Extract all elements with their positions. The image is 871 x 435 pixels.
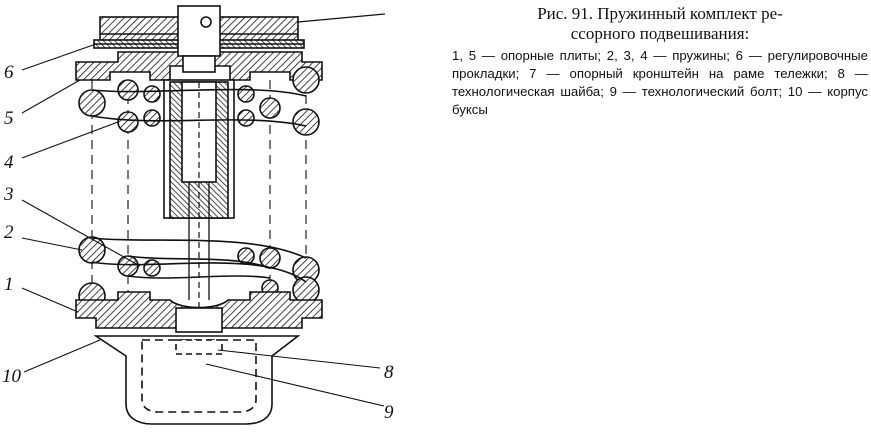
label-2: 2 xyxy=(4,222,14,243)
leader-lines xyxy=(21,43,385,407)
central-cylinder xyxy=(163,79,235,320)
label-5: 5 xyxy=(4,108,14,129)
caption-title-line2: ссорного подвешивания: xyxy=(570,24,750,43)
lower-support-plate-1 xyxy=(75,291,323,333)
figure-caption: Рис. 91. Пружинный комплект ре- ссорного… xyxy=(452,4,868,119)
label-9: 9 xyxy=(384,402,394,423)
axlebox-body-10 xyxy=(93,335,301,425)
label-10: 10 xyxy=(2,366,22,387)
label-8: 8 xyxy=(384,362,394,383)
caption-title-line1: Рис. 91. Пружинный комплект ре- xyxy=(537,4,783,23)
springs-upper-sections xyxy=(78,66,320,136)
top-bolt xyxy=(177,5,221,73)
label-3: 3 xyxy=(3,184,14,205)
springs-lower-sections xyxy=(78,236,320,310)
caption-legend: 1, 5 — опорные плиты; 2, 3, 4 — пружины;… xyxy=(452,48,868,117)
label-6: 6 xyxy=(4,62,14,83)
label-4: 4 xyxy=(4,152,14,173)
label-1: 1 xyxy=(4,274,14,295)
